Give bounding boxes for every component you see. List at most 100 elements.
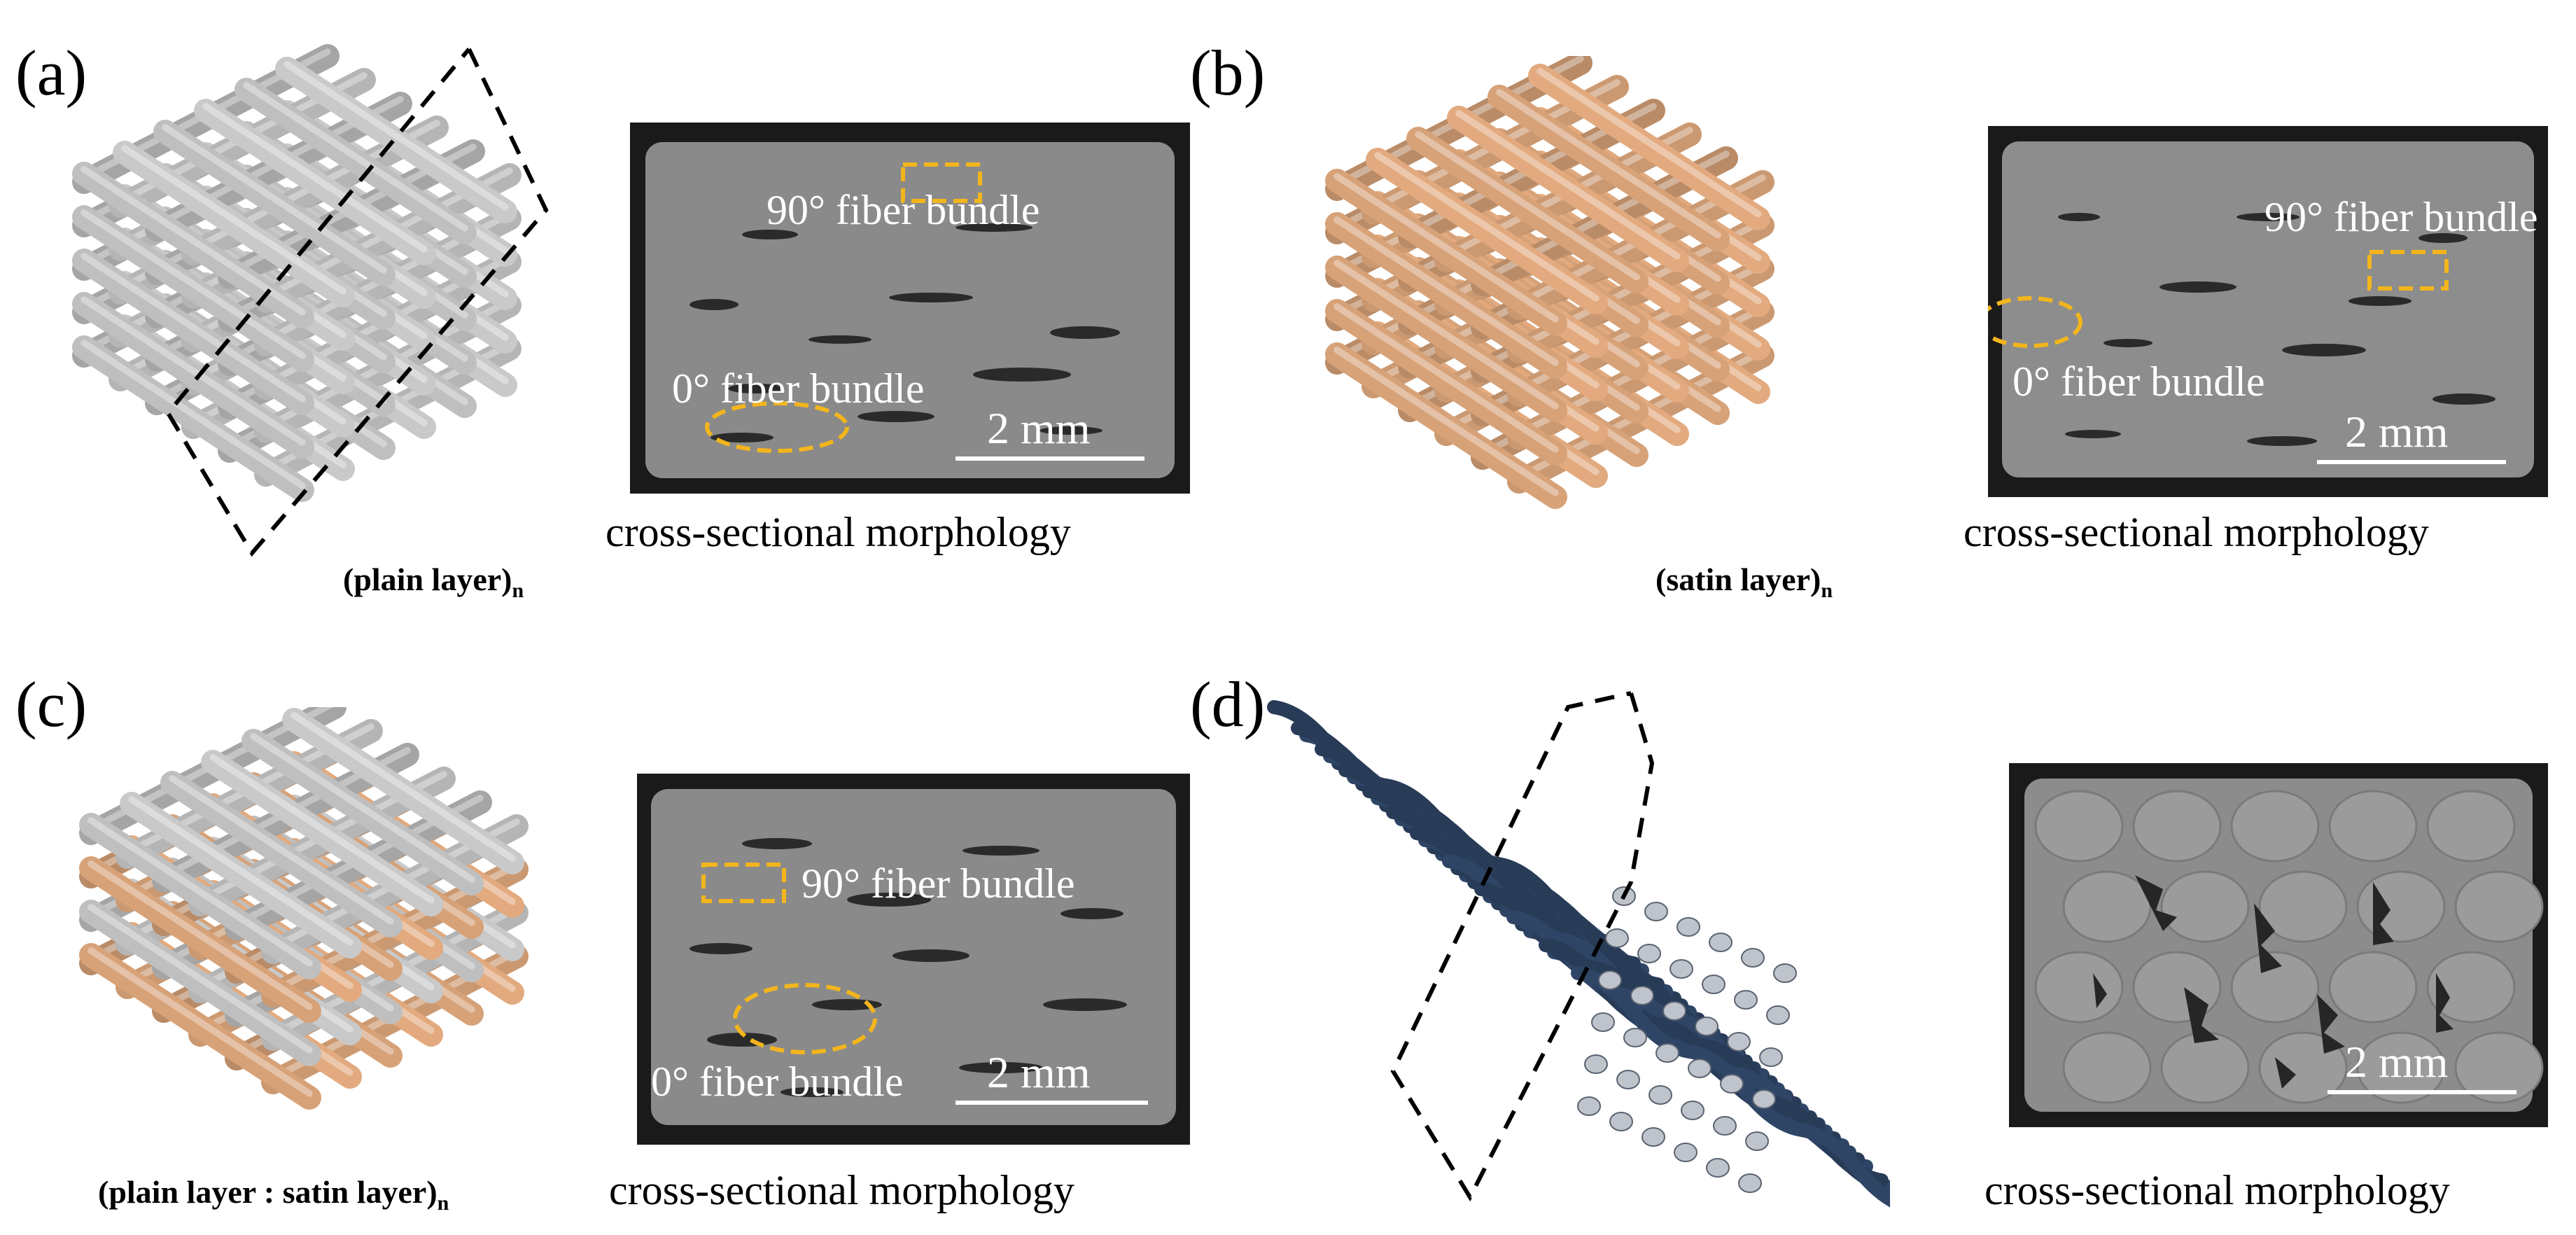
section-plane-outline	[165, 48, 549, 557]
fiber-bundle-highlight	[1334, 347, 1559, 496]
yarn-cross-section	[2258, 870, 2348, 943]
fiber-bundle-highlight	[1455, 110, 1681, 260]
fiber-bundle-highlight	[1334, 173, 1559, 323]
fiber-bundle-end	[1616, 1070, 1640, 1089]
fiber-bundle-end	[1741, 948, 1765, 968]
fiber-bundle-highlight	[80, 340, 306, 489]
panel-label-a: (a)	[15, 37, 88, 109]
fiber-bundle-highlight	[1496, 89, 1721, 239]
fiber-bundle-end	[1738, 1173, 1762, 1193]
morphology-caption-c: cross-sectional morphology	[609, 1167, 1074, 1213]
micrograph-texture	[651, 789, 1176, 1125]
fiber-bundle-end	[1766, 1005, 1790, 1025]
fiber-bundle	[79, 856, 321, 1023]
fiber-bundle	[79, 943, 321, 1110]
micrograph-texture	[645, 142, 1175, 478]
fiber-bundle-highlight	[243, 82, 468, 232]
scale-bar	[955, 456, 1144, 461]
fiber-bundle-highlight	[290, 712, 516, 862]
satin-weave-model	[1325, 56, 1774, 509]
fiber-bundle	[194, 99, 436, 265]
fiber-bundle-highlight	[88, 860, 313, 1010]
panel-a: (a) (plain layer)n 90° fiber bundle 0° f…	[0, 0, 1204, 616]
fiber-bundle	[1325, 256, 1567, 422]
fiber-bundle	[1406, 127, 1648, 293]
fiber-bundle-end	[1727, 1032, 1751, 1052]
fiber-bundle-highlight	[1374, 152, 1600, 302]
fiber-bundle-end	[1656, 1043, 1679, 1063]
fiber-bundle	[160, 771, 402, 937]
fiber-bundle	[234, 78, 477, 244]
fiber-bundle-end	[1713, 1116, 1737, 1136]
fiber-bundle	[72, 205, 314, 372]
annotation-0-degree-bundle: 0° fiber bundle	[651, 1059, 904, 1105]
yarn-cross-section	[2034, 790, 2124, 863]
fiber-bundle	[1325, 212, 1567, 379]
yarn-cross-section	[2062, 1031, 2152, 1104]
fiber-bundle-end	[1623, 1028, 1647, 1047]
fiber-bundle-highlight	[284, 61, 509, 211]
micrograph-texture	[1988, 141, 2534, 477]
fiber-bundle	[282, 708, 524, 874]
annotation-90-degree-bundle: 90° fiber bundle	[766, 187, 1040, 233]
fiber-bundle-end	[1662, 1001, 1686, 1021]
fiber-bundle-highlight	[1536, 68, 1762, 218]
fiber-bundle	[241, 729, 484, 895]
fiber-bundle-highlight	[128, 796, 354, 946]
fiber-bundle-end	[1648, 1085, 1672, 1105]
scale-bar-label: 2 mm	[987, 1047, 1091, 1097]
scale-bar	[955, 1101, 1148, 1105]
fiber-bundle-end	[1745, 1131, 1769, 1151]
fiber-bundle-end	[1674, 1143, 1698, 1162]
fiber-bundle	[72, 335, 314, 502]
panel-label-b: (b)	[1190, 37, 1266, 109]
fiber-bundle	[1325, 169, 1567, 335]
fiber-bundle	[1325, 299, 1567, 466]
panel-c: (c) (plain layer : satin layer)n 90° fib…	[0, 616, 1204, 1235]
morphology-caption-d: cross-sectional morphology	[1984, 1167, 2450, 1213]
fiber-bundle-end	[1752, 1089, 1776, 1109]
fiber-bundle-highlight	[88, 817, 313, 967]
fiber-bundle-end	[1584, 1054, 1608, 1074]
fiber-bundle-highlight	[88, 904, 313, 1054]
fiber-bundle-end	[1676, 917, 1700, 937]
fiber-bundle-end	[1609, 1112, 1633, 1131]
yarn-cross-section	[2454, 870, 2544, 943]
fiber-bundle-end	[1734, 990, 1758, 1010]
morphology-caption-b: cross-sectional morphology	[1963, 509, 2429, 555]
fiber-bundle-highlight	[1334, 260, 1559, 410]
plain-weave-model	[72, 44, 549, 557]
fiber-bundle	[79, 900, 321, 1066]
fiber-bundle	[79, 813, 321, 979]
panel-b: (b) (satin layer)n 90° fiber bundle 0° f…	[1190, 0, 2562, 616]
yarn-cross-section	[2132, 790, 2222, 863]
fiber-bundle-highlight	[80, 253, 306, 403]
fiber-bundle	[1528, 64, 1770, 230]
fiber-bundle-end	[1591, 1012, 1615, 1032]
scale-bar-label: 2 mm	[2345, 407, 2449, 456]
yarn-cross-section	[2426, 951, 2516, 1024]
fiber-bundle-highlight	[209, 754, 435, 904]
scale-bar-label: 2 mm	[2345, 1037, 2449, 1087]
yarn-cross-section	[2062, 870, 2152, 943]
fiber-bundle-end	[1670, 959, 1693, 979]
yarn-cross-section	[2328, 790, 2418, 863]
panel-label-d: (d)	[1190, 669, 1266, 740]
fiber-bundle	[1447, 106, 1689, 272]
micrograph-c: 90° fiber bundle 0° fiber bundle 2 mm	[637, 774, 1190, 1145]
fiber-bundle-highlight	[169, 775, 394, 925]
scale-bar	[2317, 460, 2506, 464]
fiber-bundle-end	[1706, 1158, 1730, 1178]
fiber-bundle-end	[1630, 986, 1654, 1005]
fiber-bundle-end	[1759, 1047, 1783, 1067]
fiber-bundle-end	[1598, 970, 1622, 990]
fiber-bundle-end	[1773, 963, 1797, 983]
fiber-bundle-end	[1681, 1101, 1704, 1120]
fiber-bundle-highlight	[80, 209, 306, 359]
hybrid-weave-model	[79, 707, 528, 1110]
fiber-bundle	[113, 141, 355, 307]
yarn-cross-section	[2132, 951, 2222, 1024]
fiber-bundle-end	[1702, 975, 1726, 994]
yarn-cross-section	[2328, 951, 2418, 1024]
layer-caption-c: (plain layer : satin layer)n	[98, 1174, 449, 1215]
